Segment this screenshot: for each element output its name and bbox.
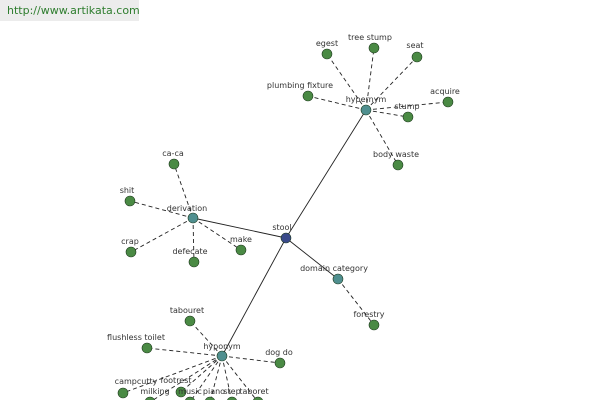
edge-hyponym-music (190, 355, 223, 400)
node-milking[interactable] (145, 396, 155, 400)
node-center-stool[interactable] (280, 232, 292, 244)
label-step[interactable]: step (223, 387, 240, 396)
node-flushless-toilet[interactable] (141, 342, 153, 354)
node-tabouret[interactable] (184, 315, 196, 327)
label-music[interactable]: music (178, 387, 202, 396)
edge-hyponym-tabouret (189, 320, 223, 357)
node-egest[interactable] (321, 48, 333, 60)
edge-stool-derivation (192, 217, 287, 239)
edge-derivation-crap (130, 217, 194, 253)
label-campcutty[interactable]: campcutty (115, 377, 158, 386)
node-crap[interactable] (125, 246, 137, 258)
edge-stool-hyponym (221, 237, 287, 357)
edge-hyponym-taboret (221, 355, 258, 400)
node-group-derivation[interactable] (187, 212, 199, 224)
label-flushless-toilet[interactable]: flushless toilet (107, 333, 165, 342)
label-taboret[interactable]: taboret (239, 387, 268, 396)
label-group-domain[interactable]: domain category (300, 264, 368, 273)
node-stump[interactable] (402, 111, 414, 123)
label-crap[interactable]: crap (121, 237, 139, 246)
label-footrest[interactable]: footrest (160, 376, 191, 385)
label-dog-do[interactable]: dog do (265, 348, 293, 357)
url-link[interactable]: http://www.artikata.com (7, 4, 140, 17)
node-dog-do[interactable] (274, 357, 286, 369)
node-forestry[interactable] (368, 319, 380, 331)
edge-stool-hypernym (285, 109, 367, 239)
edge-derivation-defecate (192, 217, 195, 263)
node-ca-ca[interactable] (168, 158, 180, 170)
node-group-hypernym[interactable] (360, 104, 372, 116)
edge-hypernym-stump (365, 109, 409, 118)
edge-hyponym-dog-do (221, 355, 281, 364)
label-egest[interactable]: egest (316, 39, 338, 48)
graph-nodes: egest tree stump seat plumbing fixture acqui… (107, 33, 460, 400)
edge-hyponym-step (221, 355, 233, 400)
node-footrest[interactable] (175, 386, 187, 398)
label-center-stool[interactable]: stool (272, 223, 291, 232)
edge-hyponym-piano (210, 355, 223, 400)
edge-hypernym-tree-stump (365, 47, 375, 111)
label-tabouret[interactable]: tabouret (170, 306, 204, 315)
node-acquire[interactable] (442, 96, 454, 108)
label-shit[interactable]: shit (120, 186, 135, 195)
node-taboret[interactable] (253, 396, 263, 400)
node-campcutty[interactable] (117, 387, 129, 399)
edge-hyponym-campcutty (122, 355, 223, 394)
node-group-domain[interactable] (332, 273, 344, 285)
edge-derivation-shit (129, 200, 194, 219)
node-shit[interactable] (124, 195, 136, 207)
label-stump[interactable]: stump (394, 102, 419, 111)
node-seat[interactable] (411, 51, 423, 63)
label-forestry[interactable]: forestry (353, 310, 384, 319)
label-acquire[interactable]: acquire (430, 87, 460, 96)
edge-hyponym-footrest (180, 355, 223, 393)
label-tree-stump[interactable]: tree stump (348, 33, 392, 42)
label-milking[interactable]: milking (140, 387, 169, 396)
node-piano[interactable] (205, 396, 215, 400)
url-banner: http://www.artikata.com (0, 0, 140, 21)
node-plumbing-fixture[interactable] (302, 90, 314, 102)
label-ca-ca[interactable]: ca-ca (162, 149, 184, 158)
label-group-derivation[interactable]: derivation (167, 204, 207, 213)
label-make[interactable]: make (230, 235, 252, 244)
edge-hypernym-seat (365, 56, 418, 111)
node-group-hyponym[interactable] (216, 350, 228, 362)
node-defecate[interactable] (188, 256, 200, 268)
edge-derivation-ca-ca (173, 163, 194, 219)
edge-hypernym-egest (326, 53, 367, 111)
label-piano[interactable]: piano (203, 387, 225, 396)
edge-hypernym-plumbing-fixture (307, 95, 367, 111)
label-body-waste[interactable]: body waste (373, 150, 419, 159)
edge-hyponym-milking (152, 355, 223, 400)
edge-derivation-make (192, 217, 242, 251)
edge-domain-forestry (337, 278, 375, 326)
label-seat[interactable]: seat (406, 41, 423, 50)
label-plumbing-fixture[interactable]: plumbing fixture (267, 81, 333, 90)
edge-stool-domain (285, 237, 339, 280)
node-make[interactable] (235, 244, 247, 256)
node-step[interactable] (227, 396, 237, 400)
edge-hypernym-body-waste (365, 109, 399, 166)
label-group-hypernym[interactable]: hypernym (346, 95, 387, 104)
node-tree-stump[interactable] (368, 42, 380, 54)
label-group-hyponym[interactable]: hyponym (203, 342, 241, 351)
label-defecate[interactable]: defecate (172, 247, 207, 256)
graph-edges (122, 47, 449, 400)
node-music[interactable] (185, 396, 195, 400)
node-body-waste[interactable] (392, 159, 404, 171)
edge-hyponym-flushless-toilet (146, 347, 223, 357)
